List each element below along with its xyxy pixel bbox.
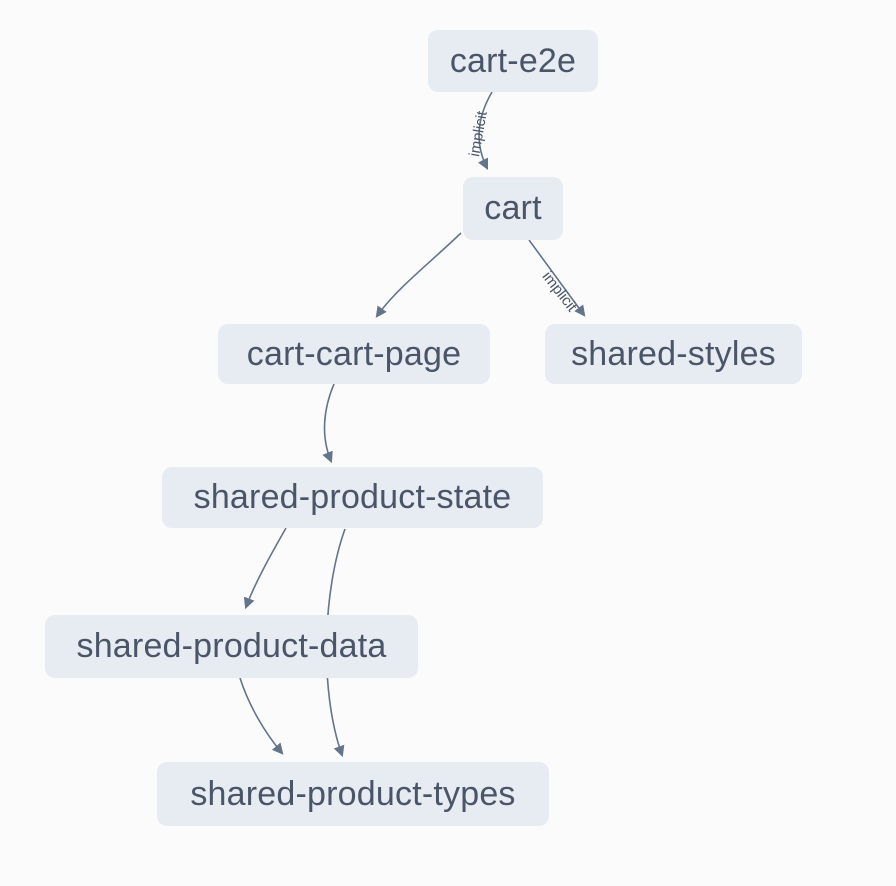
node-label: shared-product-types: [190, 774, 516, 813]
node-cart-e2e[interactable]: cart-e2e: [428, 30, 598, 92]
node-label: shared-styles: [571, 334, 776, 373]
node-label: shared-product-state: [193, 478, 512, 516]
edge-cart-e2e-cart: [477, 91, 493, 171]
edge-shared-product-state-shared-product-data: [243, 527, 287, 610]
node-label: cart: [484, 189, 542, 227]
node-shared-product-types[interactable]: shared-product-types: [157, 762, 549, 826]
edge-shared-product-data-shared-product-types: [239, 677, 284, 755]
node-cart[interactable]: cart: [463, 177, 563, 240]
edge-label-implicit-cart-shared-styles: implicit: [539, 268, 581, 315]
edge-cart-cart-page-shared-product-state: [322, 383, 335, 464]
edge-cart-cart-cart-page: [375, 232, 462, 318]
node-shared-product-state[interactable]: shared-product-state: [162, 467, 543, 528]
edge-cart-shared-styles: [528, 239, 586, 317]
node-cart-cart-page[interactable]: cart-cart-page: [218, 324, 490, 384]
node-shared-styles[interactable]: shared-styles: [545, 324, 802, 384]
node-shared-product-data[interactable]: shared-product-data: [45, 615, 418, 678]
node-label: cart-e2e: [449, 41, 577, 80]
edge-label-implicit-cart-e2e-cart: implicit: [466, 109, 491, 158]
node-label: cart-cart-page: [246, 334, 462, 373]
node-label: shared-product-data: [76, 627, 387, 665]
